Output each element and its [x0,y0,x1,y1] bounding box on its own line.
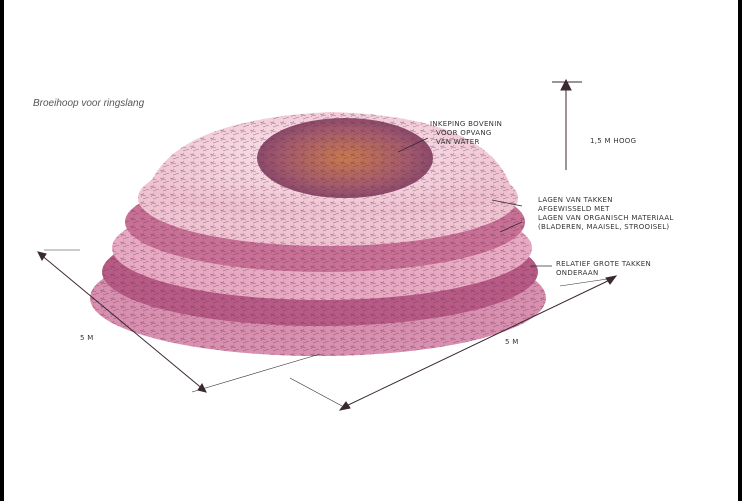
base-annotation: Relatief grote takken onderaan [556,260,651,278]
top-annotation-line-3: van water [430,138,502,147]
water-catch-hollow [257,118,433,198]
top-annotation-line-2: voor opvang [430,129,502,138]
height-label: 1,5 m hoog [590,137,636,146]
top-annotation-line-1: Inkeping bovenin [430,120,502,129]
dimension-left-label: 5 m [80,334,94,343]
layer-annotation-line-4: (bladeren, maaisel, strooisel) [538,223,674,232]
layer-annotation-line-2: afgewisseld met [538,205,674,214]
layer-annotation: Lagen van takken afgewisseld met lagen v… [538,196,674,232]
height-arrow [552,80,582,170]
layer-annotation-line-3: lagen van organisch materiaal [538,214,674,223]
top-annotation: Inkeping bovenin voor opvang van water [430,120,502,147]
layer-annotation-line-1: Lagen van takken [538,196,674,205]
base-annotation-line-1: Relatief grote takken [556,260,651,269]
base-annotation-line-2: onderaan [556,269,651,278]
dimension-right-label: 5 m [505,338,519,347]
